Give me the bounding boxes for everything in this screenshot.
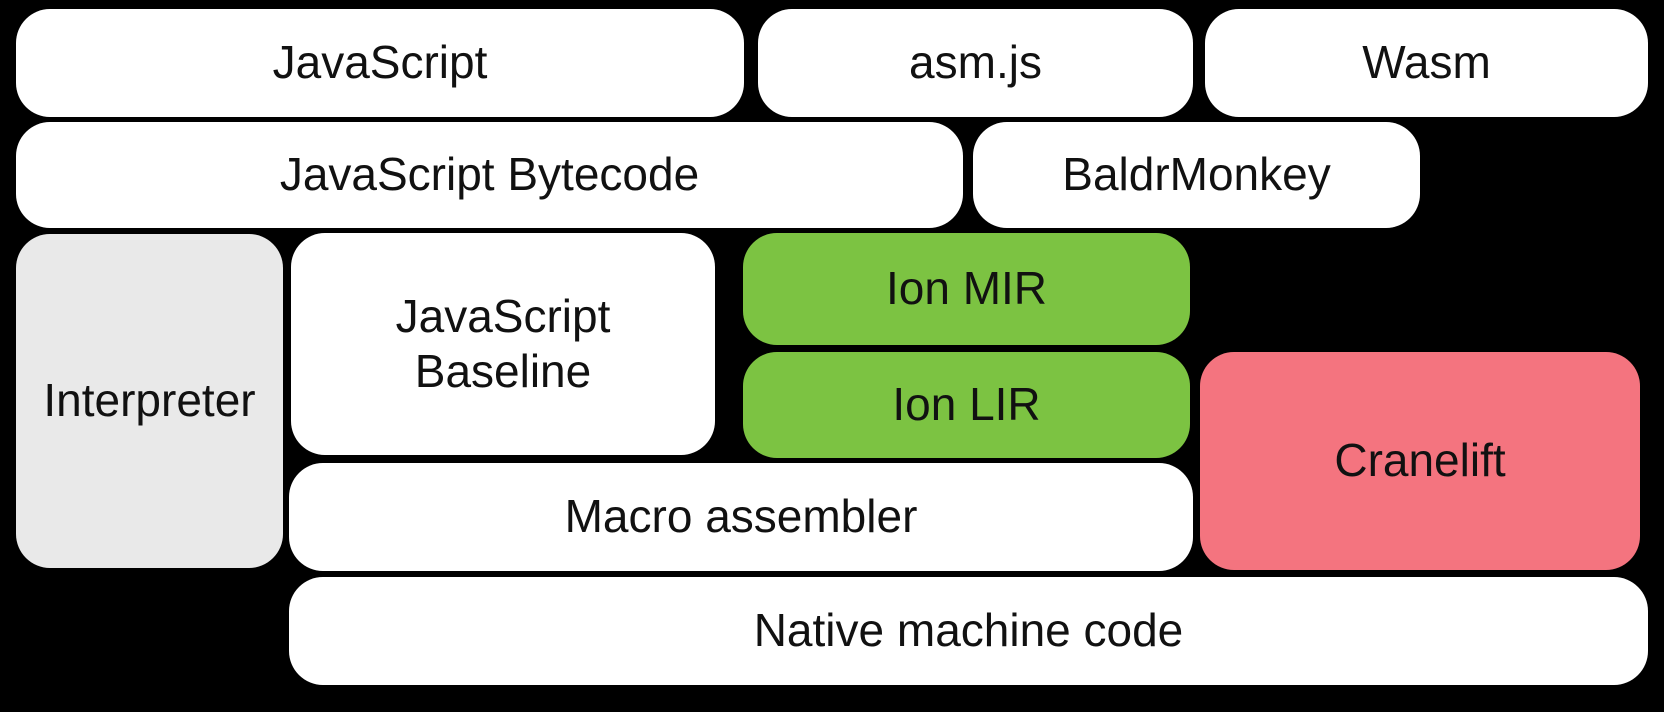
box-macro-assembler: Macro assembler [289,463,1193,571]
box-javascript-baseline: JavaScript Baseline [291,233,715,455]
box-ion-lir: Ion LIR [743,352,1190,458]
box-ion-mir: Ion MIR [743,233,1190,345]
box-asmjs: asm.js [758,9,1193,117]
box-cranelift: Cranelift [1200,352,1640,570]
box-native-machine-code: Native machine code [289,577,1648,685]
box-interpreter: Interpreter [16,234,283,568]
box-baldrmonkey: BaldrMonkey [973,122,1420,228]
box-javascript-bytecode: JavaScript Bytecode [16,122,963,228]
box-javascript: JavaScript [16,9,744,117]
box-wasm: Wasm [1205,9,1648,117]
